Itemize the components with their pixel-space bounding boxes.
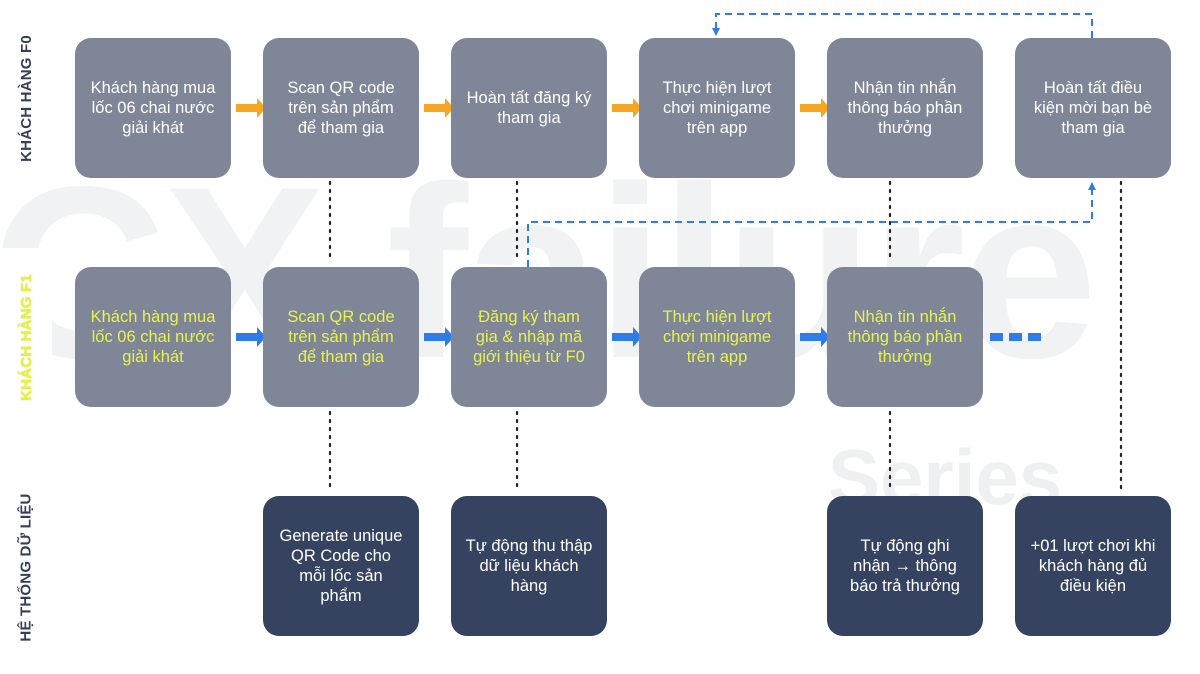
continuation-dash-2	[1009, 333, 1022, 341]
f0-arrow-1	[236, 98, 266, 118]
f0-step-scan-qr: Scan QR code trên sản phẩm để tham gia	[263, 38, 419, 178]
f1-step-reward-message: Nhận tin nhắn thông báo phần thưởng	[827, 267, 983, 407]
dotted-lines	[328, 180, 1123, 494]
f0-step-purchase: Khách hàng mua lốc 06 chai nước giải khá…	[75, 38, 231, 178]
step-label: Khách hàng mua lốc 06 chai nước giải khá…	[90, 79, 216, 137]
f0-arrows	[236, 98, 830, 118]
f0-step-reward-message: Nhận tin nhắn thông báo phần thưởng	[827, 38, 983, 178]
lane-label-system: HỆ THỐNG DỮ LIỆU	[0, 478, 52, 656]
f0-arrow-3	[612, 98, 642, 118]
f1-step-purchase: Khách hàng mua lốc 06 chai nước giải khá…	[75, 267, 231, 407]
f1-arrow-4	[800, 327, 830, 347]
step-label: Nhận tin nhắn thông báo phần thưởng	[847, 308, 963, 366]
system-step-collect-data: Tự động thu thập dữ liệu khách hàng	[451, 496, 607, 636]
f1-arrow-1	[236, 327, 266, 347]
loop-connectors	[527, 13, 1096, 267]
f0-arrow-4	[800, 98, 830, 118]
lane-label-f1: KHÁCH HÀNG F1	[0, 248, 52, 426]
step-label: Hoàn tất đăng ký tham gia	[466, 89, 592, 127]
f0-arrow-2	[424, 98, 454, 118]
f0-step-minigame: Thực hiện lượt chơi minigame trên app	[639, 38, 795, 178]
f1-step-scan-qr: Scan QR code trên sản phẩm để tham gia	[263, 267, 419, 407]
f1-arrow-3	[612, 327, 642, 347]
step-label: Tự động thu thập dữ liệu khách hàng	[465, 537, 593, 595]
step-label: Scan QR code trên sản phẩm để tham gia	[287, 308, 395, 366]
step-label: Hoàn tất điều kiện mời bạn bè tham gia	[1033, 79, 1153, 137]
f1-arrows	[236, 327, 1041, 347]
f1-step-register-referral: Đăng ký tham gia & nhập mã giới thiệu từ…	[451, 267, 607, 407]
f0-step-invite-complete: Hoàn tất điều kiện mời bạn bè tham gia	[1015, 38, 1171, 178]
step-label: Thực hiện lượt chơi minigame trên app	[662, 79, 772, 137]
lane-label-system-text: HỆ THỐNG DỮ LIỆU	[17, 492, 35, 642]
system-step-generate-qr: Generate unique QR Code cho mỗi lốc sản …	[263, 496, 419, 636]
lane-label-f0-text: KHÁCH HÀNG F0	[17, 35, 35, 162]
system-step-extra-play: +01 lượt chơi khi khách hàng đủ điều kiệ…	[1015, 496, 1171, 636]
loop-f1-to-f0-complete	[527, 182, 1096, 267]
step-label: Khách hàng mua lốc 06 chai nước giải khá…	[90, 308, 216, 366]
step-label: Scan QR code trên sản phẩm để tham gia	[287, 79, 395, 137]
step-label: Tự động ghi nhận → thông báo trả thưởng	[850, 537, 960, 595]
system-step-auto-reward: Tự động ghi nhận → thông báo trả thưởng	[827, 496, 983, 636]
f1-step-minigame: Thực hiện lượt chơi minigame trên app	[639, 267, 795, 407]
loop-f0-complete-to-minigame	[712, 13, 1093, 38]
step-label: +01 lượt chơi khi khách hàng đủ điều kiệ…	[1030, 537, 1156, 595]
step-label: Nhận tin nhắn thông báo phần thưởng	[847, 79, 963, 137]
lane-label-f0: KHÁCH HÀNG F0	[0, 20, 52, 177]
step-label: Generate unique QR Code cho mỗi lốc sản …	[279, 527, 403, 605]
f0-step-register: Hoàn tất đăng ký tham gia	[451, 38, 607, 178]
step-label: Thực hiện lượt chơi minigame trên app	[662, 308, 772, 366]
continuation-dash-3	[1028, 333, 1041, 341]
f1-arrow-2	[424, 327, 454, 347]
lane-label-f1-text: KHÁCH HÀNG F1	[17, 273, 35, 401]
step-label: Đăng ký tham gia & nhập mã giới thiệu từ…	[473, 308, 585, 366]
continuation-dash-1	[990, 333, 1003, 341]
